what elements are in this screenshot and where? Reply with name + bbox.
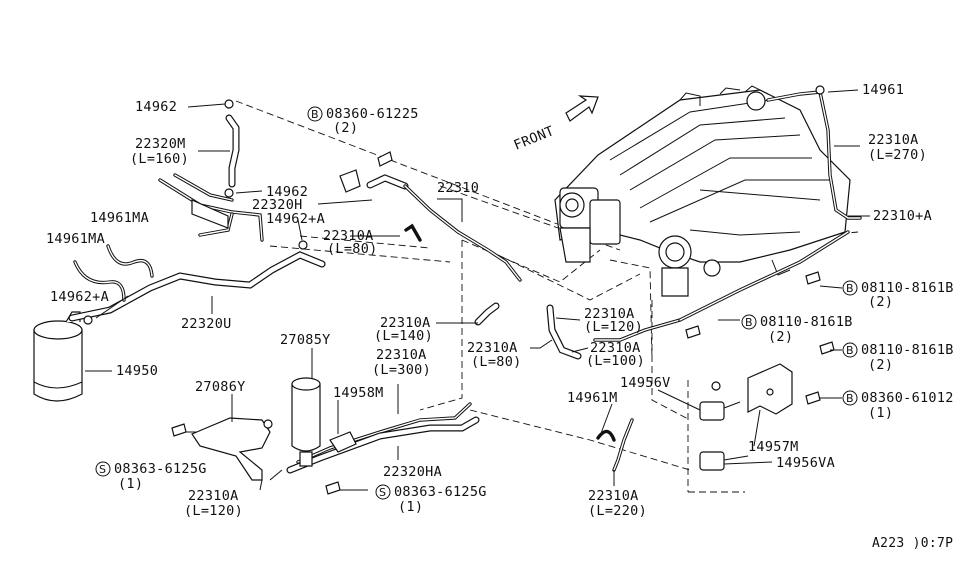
label-22320H: 22320H [252, 197, 303, 213]
label-22310A-270-length: (L=270) [868, 147, 927, 163]
pipe-22310 [403, 184, 522, 282]
label-22310A-140: 22310A [380, 315, 431, 331]
label-27086Y: 27086Y [195, 379, 246, 395]
filter-27085Y [291, 377, 321, 467]
label-22310: 22310 [437, 180, 479, 196]
leader-lines [85, 89, 870, 491]
label-bolt-b4: 08110-8161B [861, 342, 954, 358]
hose-22320M [225, 114, 240, 188]
label-22320M-length: (L=160) [130, 151, 189, 167]
label-bolt-s1-qty: (1) [118, 476, 143, 492]
symbol-b3: B [745, 316, 753, 329]
bolt-labels: 08360-61225 (2) 08110-8161B (2) 08110-81… [114, 106, 954, 515]
label-bolt-s2: 08363-6125G [394, 484, 487, 500]
label-14957M: 14957M [748, 439, 799, 455]
label-22310A-220-length: (L=220) [588, 503, 647, 519]
label-14962+A-b: 14962+A [50, 289, 109, 305]
canister-14950 [33, 311, 83, 402]
label-bolt-b5-qty: (1) [868, 405, 893, 421]
label-14962: 14962 [135, 99, 177, 115]
label-22310A-100: 22310A [590, 340, 641, 356]
label-14961MA-b: 14961MA [46, 231, 105, 247]
label-bolt-b2: 08110-8161B [861, 280, 954, 296]
label-bolt-b4-qty: (2) [868, 357, 893, 373]
label-22310A-300-length: (L=300) [372, 362, 431, 378]
label-22320HA: 22320HA [383, 464, 442, 480]
label-22310A-120b-length: (L=120) [584, 319, 643, 335]
hose-22320H [339, 169, 409, 193]
bolts-and-clips [83, 85, 835, 495]
solenoid-14956V [699, 401, 741, 421]
pipe-22310A-300 [296, 402, 472, 464]
label-22310A-80b: 22310A [467, 340, 518, 356]
label-22310A-270: 22310A [868, 132, 919, 148]
label-22320M: 22320M [135, 136, 186, 152]
label-14962-b: 14962 [266, 184, 308, 200]
label-22310A-220: 22310A [588, 488, 639, 504]
front-label: FRONT [512, 123, 557, 154]
label-14958M: 14958M [333, 385, 384, 401]
bracket-14957M [747, 363, 793, 415]
pipe-bracket-assembly [158, 173, 264, 242]
symbol-b1: B [311, 108, 319, 121]
label-22320U: 22320U [181, 316, 232, 332]
label-bolt-b3: 08110-8161B [760, 314, 853, 330]
part-labels: 14962 22320M (L=160) 14962 22320H 14961M… [46, 82, 932, 519]
label-27085Y: 27085Y [280, 332, 331, 348]
hose-22320HA [286, 416, 480, 474]
label-bolt-b1: 08360-61225 [326, 106, 419, 122]
label-bolt-b3-qty: (2) [768, 329, 793, 345]
hose-14961M [596, 418, 634, 472]
label-22310A-300: 22310A [376, 347, 427, 363]
label-22310+A: 22310+A [873, 208, 932, 224]
label-14956V: 14956V [620, 375, 671, 391]
label-bolt-b1-qty: (2) [333, 120, 358, 136]
front-arrow-icon [565, 95, 599, 122]
label-14961: 14961 [862, 82, 904, 98]
reference-code: A223 )0:7P [872, 536, 953, 551]
symbol-b2: B [846, 282, 854, 295]
symbol-b5: B [846, 392, 854, 405]
label-14961MA-a: 14961MA [90, 210, 149, 226]
intake-manifold [554, 85, 851, 297]
label-22310A-140-length: (L=140) [374, 328, 433, 344]
bracket-27086Y [191, 417, 273, 481]
label-22310A-100-length: (L=100) [586, 353, 645, 369]
vacuum-hoses-14961MA [73, 244, 154, 302]
label-14961M: 14961M [567, 390, 618, 406]
symbol-s1: S [99, 463, 106, 476]
label-bolt-b2-qty: (2) [868, 294, 893, 310]
pipe-22310A-series [474, 230, 850, 360]
label-22310A-80b-length: (L=80) [471, 354, 522, 370]
label-14956VA: 14956VA [776, 455, 835, 471]
label-22310A-120-length: (L=120) [184, 503, 243, 519]
label-22310A-120b: 22310A [584, 306, 635, 322]
circled-symbols: B B B B B S S [95, 106, 858, 500]
label-22310A-80: 22310A [323, 228, 374, 244]
label-22310A-120: 22310A [188, 488, 239, 504]
label-bolt-s2-qty: (1) [398, 499, 423, 515]
hose-22320U [68, 251, 326, 322]
symbol-b4: B [846, 344, 854, 357]
solenoid-14956VA [699, 451, 749, 471]
label-14950: 14950 [116, 363, 158, 379]
valve-14958M [329, 431, 357, 453]
label-bolt-b5: 08360-61012 [861, 390, 954, 406]
label-14962+A-a: 14962+A [266, 211, 325, 227]
label-22310A-80-length: (L=80) [327, 241, 378, 257]
label-bolt-s1: 08363-6125G [114, 461, 207, 477]
pipe-22310A-270 [766, 90, 862, 220]
symbol-s2: S [379, 486, 386, 499]
